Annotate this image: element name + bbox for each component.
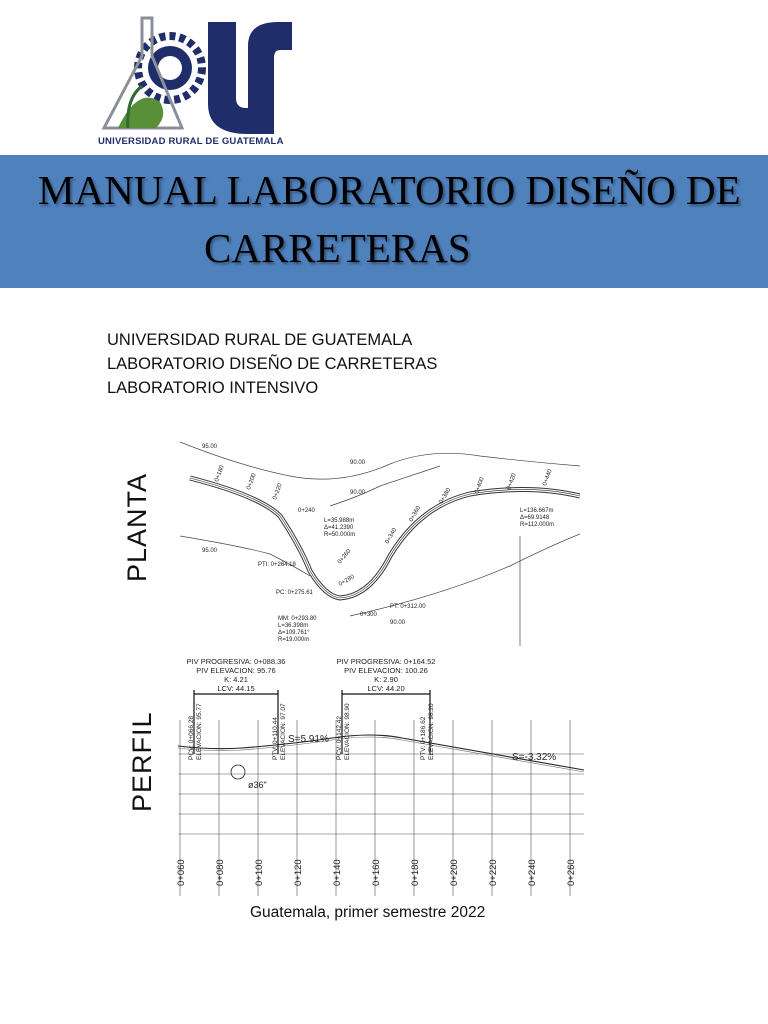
pcv2-elevation: ELEVACION: 98.90 <box>344 703 351 760</box>
curve1-radius: R=50.000m <box>324 532 355 538</box>
pcv1-station: PCV: 0+066.28 <box>188 716 195 760</box>
slope-down-label: S=-3.32% <box>512 752 556 763</box>
piv2-elevacion: PIV ELEVACION: 100.26 <box>344 666 428 675</box>
curve3-length: L=36.398m <box>278 623 308 629</box>
title-banner <box>0 155 768 288</box>
ptv2-station: PTV: 0+186.62 <box>420 716 427 760</box>
curve2-radius: R=112.000m <box>520 522 554 528</box>
planta-label: PLANTA <box>122 472 152 582</box>
curve3-station: MM: 0+293.80 <box>278 616 317 622</box>
pcv2-station: PCV: 0+142.42 <box>336 716 343 760</box>
perfil-drawing: PIV PROGRESIVA: 0+088.36 PIV ELEVACION: … <box>176 657 585 896</box>
station-label: 0+240 <box>298 508 316 514</box>
contour-label: 90.00 <box>350 490 366 496</box>
curve2-delta: Δ=69.9148 <box>520 515 550 521</box>
document-title-line1: MANUAL LABORATORIO DISEÑO DE <box>38 167 741 213</box>
station-label: 0+200 <box>246 472 258 491</box>
pt-point: PT: 0+312.00 <box>390 604 426 610</box>
logo-institution-name: UNIVERSIDAD RURAL DE GUATEMALA <box>98 136 284 147</box>
station-tick: 0+240 <box>527 859 538 886</box>
piv1-elevacion: PIV ELEVACION: 95.76 <box>196 666 275 675</box>
station-label: 0+280 <box>338 574 356 588</box>
slope-up-label: S=5.91% <box>288 734 329 745</box>
piv1-lcv: LCV: 44.15 <box>217 684 254 693</box>
footer-date: Guatemala, primer semestre 2022 <box>250 904 486 921</box>
piv1-k: K: 4.21 <box>224 675 248 684</box>
curve3-delta: Δ=109.761° <box>278 630 310 636</box>
piv1-progresiva: PIV PROGRESIVA: 0+088.36 <box>187 657 286 666</box>
curve3-radius: R=19.000m <box>278 637 309 643</box>
piv2-lcv: LCV: 44.20 <box>367 684 404 693</box>
logo-gear-icon <box>134 32 206 104</box>
document-title-line2: CARRETERAS <box>204 225 471 271</box>
station-tick: 0+080 <box>215 859 226 886</box>
station-label: 0+260 <box>337 548 353 565</box>
station-tick: 0+140 <box>332 859 343 886</box>
university-logo <box>101 16 292 134</box>
contour-label: 90.00 <box>390 620 406 626</box>
station-label: 0+440 <box>542 468 554 487</box>
logo-flask-icon <box>101 16 185 130</box>
pti-point: PTI: 0+264.18 <box>258 562 297 568</box>
contour-label: 95.00 <box>202 548 218 554</box>
piv2-k: K: 2.90 <box>374 675 398 684</box>
road-alignment <box>189 475 580 601</box>
pc-point: PC: 0+275.61 <box>276 590 314 596</box>
perfil-label: PERFIL <box>127 711 157 812</box>
station-label: 0+180 <box>214 464 226 483</box>
pcv1-elevation: ELEVACION: 95.77 <box>196 703 203 760</box>
station-label: 0+420 <box>506 472 518 491</box>
station-tick: 0+220 <box>488 859 499 886</box>
contour-label: 90.00 <box>350 460 366 466</box>
station-tick: 0+160 <box>371 859 382 886</box>
station-tick: 0+060 <box>176 859 187 886</box>
piv2-progresiva: PIV PROGRESIVA: 0+164.52 <box>337 657 436 666</box>
subtitle-university: UNIVERSIDAD RURAL DE GUATEMALA <box>107 331 413 349</box>
station-tick: 0+180 <box>410 859 421 886</box>
curve1-length: L=35.988m <box>324 518 354 524</box>
ptv2-elevation: ELEVACION: 98.20 <box>428 703 435 760</box>
profile-grid <box>178 720 584 896</box>
station-tick: 0+120 <box>293 859 304 886</box>
profile-lines <box>177 734 585 773</box>
ptv1-elevation: ELEVACION: 97.07 <box>280 703 287 760</box>
vertical-curve-brackets <box>193 690 431 754</box>
logo-ur-letters <box>208 22 292 134</box>
station-tick: 0+100 <box>254 859 265 886</box>
curve2-length: L=136.667m <box>520 508 554 514</box>
subtitle-lab: LABORATORIO DISEÑO DE CARRETERAS <box>107 355 438 373</box>
contour-label: 95.00 <box>202 444 218 450</box>
planta-drawing: 95.00 90.00 90.00 95.00 90.00 0+180 0+20… <box>180 441 580 646</box>
station-tick: 0+260 <box>566 859 577 886</box>
contour-lines <box>180 441 580 646</box>
pipe-culvert-icon <box>230 764 246 780</box>
station-tick: 0+200 <box>449 859 460 886</box>
curve1-delta: Δ=41.2390 <box>324 525 354 531</box>
station-label: 0+400 <box>474 476 486 495</box>
ptv1-station: PTV: 0+110.44 <box>272 717 279 760</box>
station-label: 0+300 <box>360 612 378 618</box>
pipe-diameter-label: ø36" <box>248 780 267 790</box>
station-label: 0+220 <box>272 482 284 501</box>
subtitle-intensive: LABORATORIO INTENSIVO <box>107 379 319 397</box>
